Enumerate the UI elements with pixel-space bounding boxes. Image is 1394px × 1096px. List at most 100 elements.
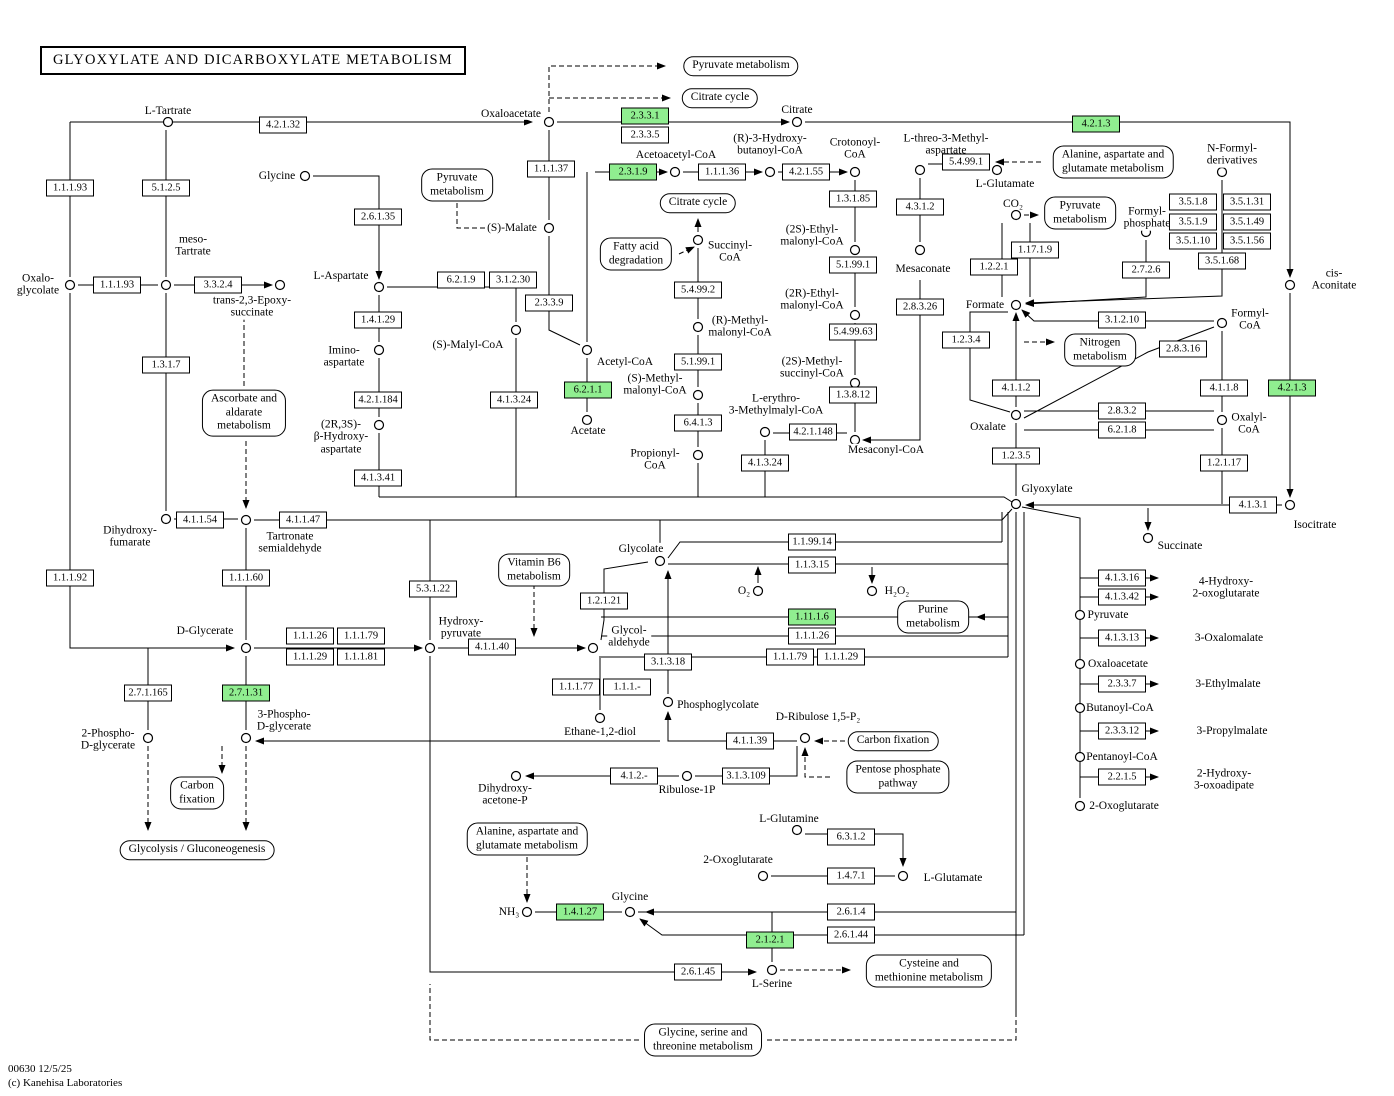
enzyme-box[interactable]: 4.1.3.16 — [1098, 569, 1146, 587]
pathway-link[interactable]: Pyruvate metabolism — [421, 168, 493, 202]
enzyme-box[interactable]: 2.8.3.2 — [1098, 402, 1146, 420]
enzyme-box[interactable]: 2.3.3.12 — [1098, 722, 1146, 740]
enzyme-box[interactable]: 3.5.1.31 — [1223, 193, 1271, 211]
pathway-link[interactable]: Glycolysis / Gluconeogenesis — [119, 840, 275, 860]
enzyme-box[interactable]: 3.3.2.4 — [194, 276, 242, 294]
enzyme-box[interactable]: 4.2.1.3 — [1268, 379, 1316, 397]
enzyme-box[interactable]: 2.3.3.7 — [1098, 675, 1146, 693]
pathway-link[interactable]: Cysteine and methionine metabolism — [865, 954, 993, 988]
enzyme-box[interactable]: 4.1.3.42 — [1098, 588, 1146, 606]
pathway-link[interactable]: Purine metabolism — [897, 600, 969, 634]
enzyme-box[interactable]: 1.3.1.7 — [142, 356, 190, 374]
enzyme-box[interactable]: 1.2.1.21 — [580, 592, 628, 610]
enzyme-box[interactable]: 5.1.99.1 — [829, 256, 877, 274]
enzyme-box[interactable]: 2.1.2.1 — [746, 931, 794, 949]
enzyme-box[interactable]: 2.3.1.9 — [609, 163, 657, 181]
pathway-link[interactable]: Citrate cycle — [659, 193, 737, 213]
enzyme-box[interactable]: 1.2.3.4 — [942, 331, 990, 349]
enzyme-box[interactable]: 1.1.1.26 — [286, 627, 334, 645]
enzyme-box[interactable]: 4.2.1.148 — [789, 423, 837, 441]
enzyme-box[interactable]: 1.2.3.5 — [992, 447, 1040, 465]
enzyme-box[interactable]: 4.1.3.24 — [490, 391, 538, 409]
enzyme-box[interactable]: 1.1.1.92 — [46, 569, 94, 587]
enzyme-box[interactable]: 3.1.2.10 — [1098, 311, 1146, 329]
enzyme-box[interactable]: 1.1.1.60 — [222, 569, 270, 587]
enzyme-box[interactable]: 1.3.8.12 — [829, 386, 877, 404]
pathway-link[interactable]: Vitamin B6 metabolism — [498, 553, 570, 587]
enzyme-box[interactable]: 2.6.1.35 — [354, 208, 402, 226]
enzyme-box[interactable]: 4.2.1.3 — [1072, 115, 1120, 133]
enzyme-box[interactable]: 1.17.1.9 — [1011, 241, 1059, 259]
enzyme-box[interactable]: 4.1.3.13 — [1098, 629, 1146, 647]
enzyme-box[interactable]: 4.2.1.32 — [259, 116, 307, 134]
enzyme-box[interactable]: 4.1.1.2 — [992, 379, 1040, 397]
enzyme-box[interactable]: 1.11.1.6 — [788, 608, 836, 626]
enzyme-box[interactable]: 4.1.1.40 — [468, 638, 516, 656]
enzyme-box[interactable]: 2.7.1.165 — [124, 684, 172, 702]
pathway-link[interactable]: Ascorbate and aldarate metabolism — [201, 389, 287, 437]
enzyme-box[interactable]: 4.1.1.8 — [1200, 379, 1248, 397]
enzyme-box[interactable]: 4.2.1.184 — [354, 391, 402, 409]
pathway-link[interactable]: Alanine, aspartate and glutamate metabol… — [466, 822, 588, 856]
enzyme-box[interactable]: 2.7.2.6 — [1122, 261, 1170, 279]
enzyme-box[interactable]: 4.3.1.2 — [896, 198, 944, 216]
enzyme-box[interactable]: 3.5.1.8 — [1169, 193, 1217, 211]
enzyme-box[interactable]: 2.6.1.44 — [827, 926, 875, 944]
enzyme-box[interactable]: 4.2.1.55 — [782, 163, 830, 181]
enzyme-box[interactable]: 6.4.1.3 — [674, 414, 722, 432]
pathway-link[interactable]: Pyruvate metabolism — [683, 56, 799, 76]
pathway-link[interactable]: Pyruvate metabolism — [1044, 196, 1116, 230]
pathway-link[interactable]: Nitrogen metabolism — [1064, 333, 1136, 367]
enzyme-box[interactable]: 1.4.1.29 — [354, 311, 402, 329]
enzyme-box[interactable]: 2.6.1.45 — [674, 963, 722, 981]
enzyme-box[interactable]: 5.1.99.1 — [674, 353, 722, 371]
enzyme-box[interactable]: 3.5.1.56 — [1223, 232, 1271, 250]
enzyme-box[interactable]: 1.1.1.26 — [788, 627, 836, 645]
enzyme-box[interactable]: 1.1.1.- — [603, 678, 651, 696]
enzyme-box[interactable]: 1.1.3.15 — [788, 556, 836, 574]
enzyme-box[interactable]: 5.3.1.22 — [409, 580, 457, 598]
enzyme-box[interactable]: 2.8.3.26 — [896, 298, 944, 316]
pathway-link[interactable]: Citrate cycle — [681, 88, 759, 108]
enzyme-box[interactable]: 1.1.99.14 — [788, 533, 836, 551]
enzyme-box[interactable]: 3.1.3.109 — [722, 767, 770, 785]
enzyme-box[interactable]: 6.3.1.2 — [827, 828, 875, 846]
enzyme-box[interactable]: 2.6.1.4 — [827, 903, 875, 921]
enzyme-box[interactable]: 4.1.2.- — [610, 767, 658, 785]
enzyme-box[interactable]: 2.7.1.31 — [222, 684, 270, 702]
enzyme-box[interactable]: 1.1.1.79 — [766, 648, 814, 666]
enzyme-box[interactable]: 1.1.1.79 — [337, 627, 385, 645]
pathway-link[interactable]: Alanine, aspartate and glutamate metabol… — [1052, 145, 1174, 179]
enzyme-box[interactable]: 3.5.1.68 — [1198, 252, 1246, 270]
enzyme-box[interactable]: 3.1.3.18 — [644, 653, 692, 671]
enzyme-box[interactable]: 1.4.1.27 — [556, 903, 604, 921]
enzyme-box[interactable]: 5.4.99.63 — [829, 323, 877, 341]
enzyme-box[interactable]: 3.1.2.30 — [489, 271, 537, 289]
enzyme-box[interactable]: 6.2.1.9 — [437, 271, 485, 289]
pathway-link[interactable]: Carbon fixation — [847, 731, 939, 751]
enzyme-box[interactable]: 1.1.1.93 — [93, 276, 141, 294]
enzyme-box[interactable]: 5.4.99.1 — [942, 153, 990, 171]
enzyme-box[interactable]: 2.3.3.1 — [621, 107, 669, 125]
pathway-link[interactable]: Fatty acid degradation — [599, 237, 673, 271]
enzyme-box[interactable]: 1.1.1.81 — [337, 648, 385, 666]
enzyme-box[interactable]: 5.1.2.5 — [142, 179, 190, 197]
enzyme-box[interactable]: 4.1.1.39 — [726, 732, 774, 750]
enzyme-box[interactable]: 1.1.1.93 — [46, 179, 94, 197]
enzyme-box[interactable]: 4.1.1.47 — [279, 511, 327, 529]
enzyme-box[interactable]: 4.1.1.54 — [176, 511, 224, 529]
enzyme-box[interactable]: 1.4.7.1 — [827, 867, 875, 885]
enzyme-box[interactable]: 1.1.1.77 — [552, 678, 600, 696]
enzyme-box[interactable]: 4.1.3.24 — [741, 454, 789, 472]
enzyme-box[interactable]: 2.2.1.5 — [1098, 768, 1146, 786]
enzyme-box[interactable]: 2.3.3.5 — [621, 126, 669, 144]
enzyme-box[interactable]: 3.5.1.49 — [1223, 213, 1271, 231]
enzyme-box[interactable]: 2.8.3.16 — [1159, 340, 1207, 358]
enzyme-box[interactable]: 3.5.1.9 — [1169, 213, 1217, 231]
enzyme-box[interactable]: 3.5.1.10 — [1169, 232, 1217, 250]
enzyme-box[interactable]: 1.2.1.17 — [1200, 454, 1248, 472]
enzyme-box[interactable]: 6.2.1.8 — [1098, 421, 1146, 439]
pathway-link[interactable]: Pentose phosphate pathway — [846, 760, 950, 794]
enzyme-box[interactable]: 1.1.1.37 — [527, 160, 575, 178]
pathway-link[interactable]: Glycine, serine and threonine metabolism — [644, 1023, 762, 1057]
